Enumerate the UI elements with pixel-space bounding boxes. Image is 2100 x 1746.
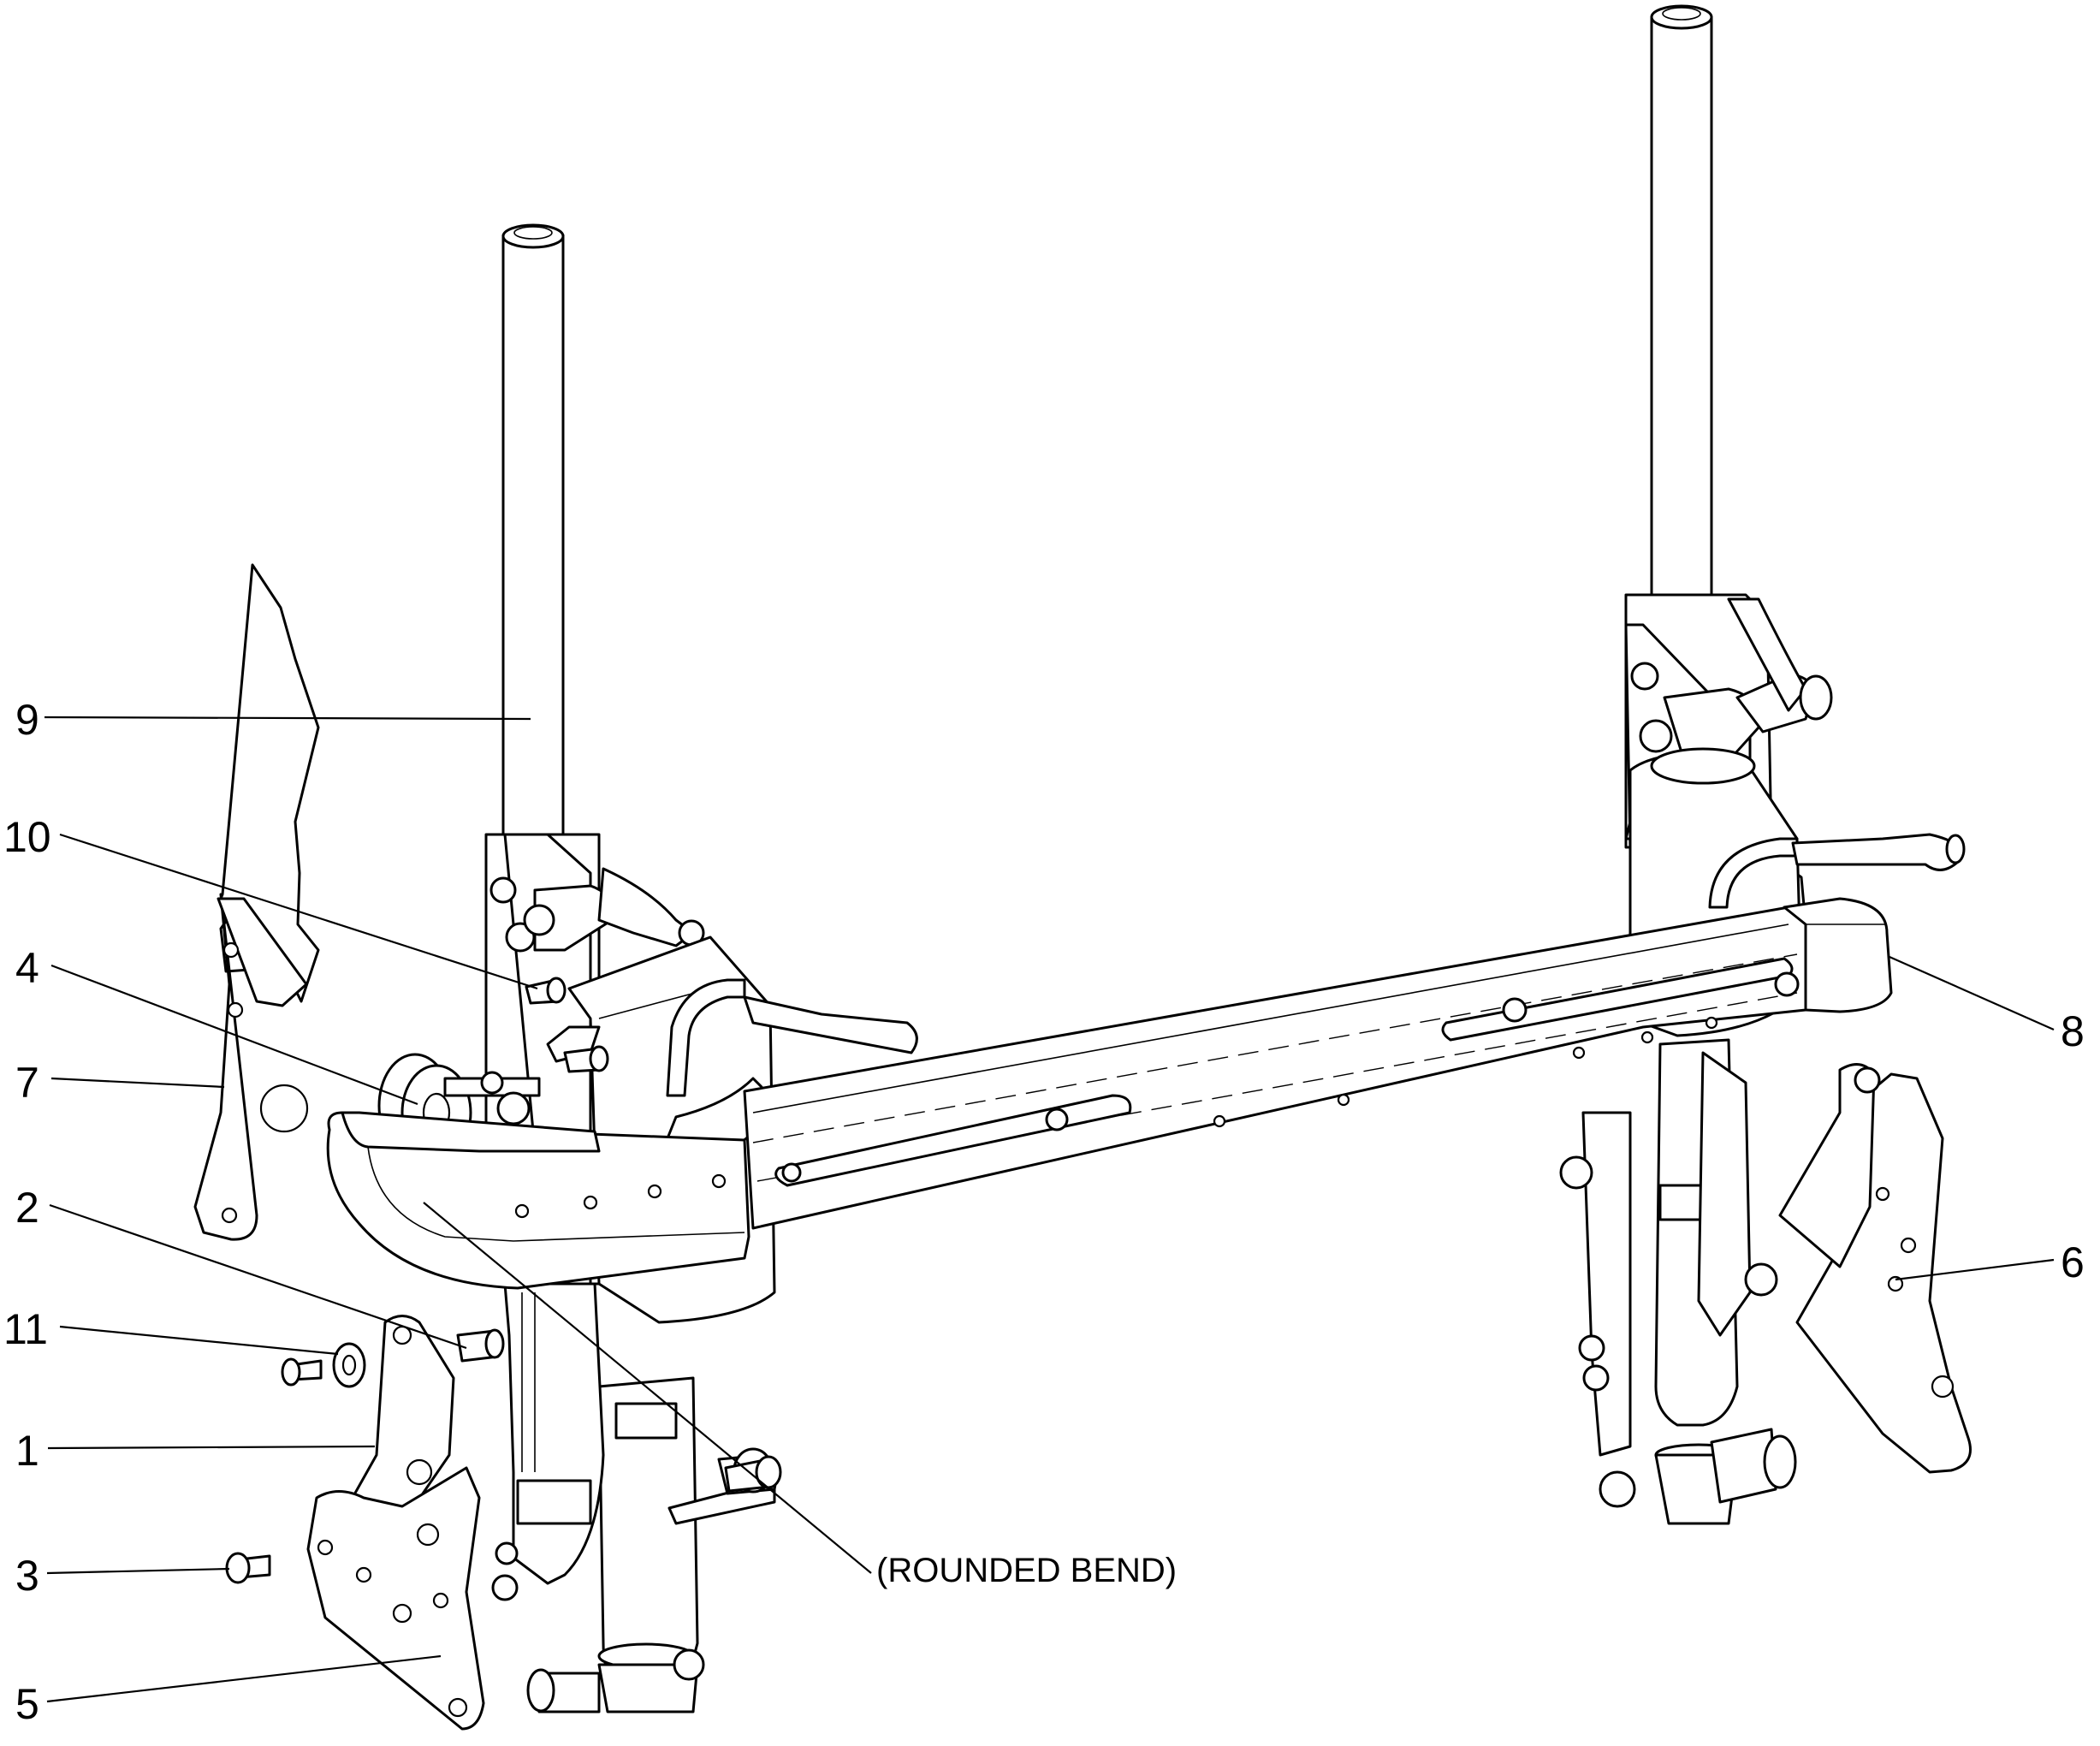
leader-7 [50,1077,225,1089]
left-side-plate [193,563,320,1241]
leader-2 [49,1203,467,1350]
leader-3 [46,1567,230,1575]
right-lower-linkage [1559,1051,1752,1457]
leader-10 [59,833,538,990]
callout-6: 6 [2061,1238,2085,1286]
right-side-plate-6 [1744,1063,1972,1474]
leader-5 [46,1654,442,1703]
right-vertical-post [1650,4,1713,635]
callout-9: 9 [15,696,39,744]
callout-3: 3 [15,1552,39,1600]
left-handle-loop [666,978,918,1097]
small-hardware [225,977,782,1584]
callout-labels: 9 10 4 7 2 11 1 3 5 8 6 (ROUNDED BEND) [3,696,2085,1728]
callout-5: 5 [15,1680,39,1728]
left-lower-plate-5 [306,1466,485,1731]
right-handle-loop [1708,833,1966,909]
leader-rounded-bend [423,1202,872,1574]
leader-9 [44,716,531,721]
left-crossbar-rounded-bend [326,1111,750,1290]
leader-1 [47,1445,376,1450]
callout-7: 7 [15,1059,39,1107]
leader-6 [1895,1258,2055,1281]
leader-4 [50,964,418,1106]
callout-4: 4 [15,944,39,992]
callout-8: 8 [2061,1007,2085,1055]
callout-2: 2 [15,1184,39,1232]
leader-lines [44,716,2055,1703]
main-sliding-beam [743,897,1893,1230]
callout-11: 11 [3,1305,48,1353]
callout-10: 10 [3,813,51,861]
callout-1: 1 [15,1427,39,1475]
left-vertical-post [501,223,565,836]
rounded-bend-note: (ROUNDED BEND) [876,1552,1177,1589]
leader-8 [1889,955,2055,1031]
leader-11 [59,1325,339,1356]
